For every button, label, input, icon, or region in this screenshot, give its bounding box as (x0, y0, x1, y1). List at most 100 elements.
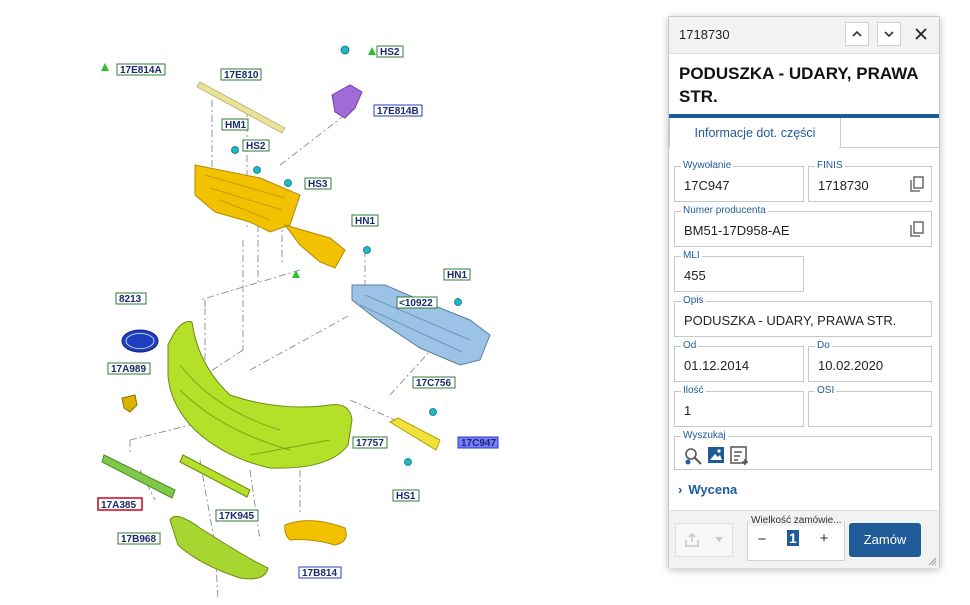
svg-text:17757: 17757 (356, 438, 384, 449)
callout-17K945[interactable]: 17K945 (215, 509, 259, 522)
callout-HS3[interactable]: HS3 (304, 177, 332, 190)
field-do[interactable]: Do 10.02.2020 (808, 340, 932, 382)
svg-text:HN1: HN1 (447, 270, 467, 281)
field-wyszukaj-label: Wyszukaj (681, 430, 728, 442)
quantity-label: Wielkość zamówie... (749, 515, 844, 526)
callout-17A989[interactable]: 17A989 (107, 362, 151, 375)
svg-text:HN1: HN1 (355, 216, 375, 227)
callout-HS2-top[interactable]: HS2 (376, 45, 404, 58)
chevron-down-icon (884, 31, 894, 38)
svg-text:17E810: 17E810 (224, 70, 259, 81)
callout-17757[interactable]: 17757 (352, 436, 388, 449)
tab-part-info[interactable]: Informacje dot. części (669, 118, 841, 148)
order-bar: Wielkość zamówie... − 1 + Zamów (669, 510, 939, 568)
upper-trim-strip (196, 81, 286, 134)
svg-text:17K945: 17K945 (219, 511, 254, 522)
callout-17B814[interactable]: 17B814 (298, 566, 342, 579)
field-finis-label: FINIS (815, 160, 845, 172)
field-finis[interactable]: FINIS 1718730 (808, 160, 932, 202)
share-button[interactable] (675, 523, 733, 557)
wycena-expander[interactable]: › Wycena (678, 482, 737, 497)
field-od-label: Od (681, 340, 699, 352)
field-mli-value: 455 (684, 268, 706, 283)
image-icon[interactable] (707, 446, 725, 464)
bumper-reinforcement (351, 284, 491, 366)
chevron-down-icon (715, 537, 723, 542)
field-opis-value: PODUSZKA - UDARY, PRAWA STR. (684, 313, 897, 328)
quantity-value[interactable]: 1 (787, 530, 799, 546)
copy-icon[interactable] (909, 176, 925, 192)
field-opis-label: Opis (681, 295, 706, 307)
svg-text:HS2: HS2 (246, 141, 266, 152)
order-button[interactable]: Zamów (849, 523, 921, 557)
callout-17E814A[interactable]: 17E814A (116, 63, 166, 76)
wycena-label: Wycena (688, 482, 738, 497)
field-numer-producenta[interactable]: Numer producenta BM51-17D958-AE (674, 205, 932, 247)
chevron-right-icon: › (678, 482, 683, 497)
svg-text:17A385: 17A385 (101, 500, 136, 511)
svg-text:HS2: HS2 (380, 47, 400, 58)
fasteners (231, 45, 462, 466)
panel-header: 1718730 (669, 17, 939, 54)
field-wywolanie[interactable]: Wywołanie 17C947 (674, 160, 804, 202)
svg-text:17C756: 17C756 (416, 378, 451, 389)
svg-text:<10922: <10922 (399, 298, 433, 309)
lower-grille-strip (179, 454, 251, 498)
part-details-panel: 1718730 PODUSZKA - UDARY, PRAWA STR. Inf… (668, 16, 940, 568)
close-button[interactable] (909, 22, 933, 46)
field-ilosc[interactable]: Ilość 1 (674, 385, 804, 427)
field-wyszukaj: Wyszukaj (674, 430, 932, 470)
field-ilosc-label: Ilość (681, 385, 706, 397)
callout-17C756[interactable]: 17C756 (412, 376, 456, 389)
svg-text:8213: 8213 (119, 294, 142, 305)
svg-text:17C947: 17C947 (461, 438, 496, 449)
svg-text:17E814A: 17E814A (120, 65, 162, 76)
svg-text:17A989: 17A989 (111, 364, 146, 375)
exploded-parts-diagram: 17E814A 17E810 HS2 17E814B HM1 HS2 HS3 H… (97, 45, 499, 601)
upper-absorber (194, 164, 346, 269)
ford-badge (121, 329, 159, 353)
quantity-minus-button[interactable]: − (757, 531, 767, 548)
search-parts-icon[interactable] (683, 446, 703, 466)
svg-text:HS1: HS1 (396, 491, 416, 502)
callout-17C947-selected[interactable]: 17C947 (457, 436, 499, 449)
callout-17B968[interactable]: 17B968 (117, 532, 161, 545)
copy-icon[interactable] (909, 221, 925, 237)
quantity-plus-button[interactable]: + (819, 530, 829, 547)
field-wywolanie-label: Wywołanie (681, 160, 734, 172)
list-add-icon[interactable] (730, 446, 750, 466)
field-do-value: 10.02.2020 (818, 358, 884, 373)
fog-lamp-bezel (284, 520, 347, 546)
callout-10922[interactable]: <10922 (396, 296, 438, 309)
callout-HS1[interactable]: HS1 (392, 489, 420, 502)
field-mli-label: MLI (681, 250, 702, 262)
callout-HM1[interactable]: HM1 (221, 118, 249, 131)
field-finis-value: 1718730 (818, 178, 869, 193)
callout-17A385[interactable]: 17A385 (97, 497, 143, 511)
lower-grille (169, 515, 269, 580)
svg-text:HM1: HM1 (225, 120, 247, 131)
svg-text:17B814: 17B814 (302, 568, 337, 579)
callout-17E814B[interactable]: 17E814B (373, 104, 423, 117)
field-opis[interactable]: Opis PODUSZKA - UDARY, PRAWA STR. (674, 295, 932, 337)
field-od[interactable]: Od 01.12.2014 (674, 340, 804, 382)
svg-text:17E814B: 17E814B (377, 106, 419, 117)
callout-8213[interactable]: 8213 (115, 292, 147, 305)
right-absorber-highlight (388, 417, 441, 451)
tab-accent-bar (669, 114, 939, 118)
part-title: PODUSZKA - UDARY, PRAWA STR. (679, 64, 918, 106)
previous-part-button[interactable] (845, 22, 869, 46)
field-do-label: Do (815, 340, 832, 352)
resize-grip-icon[interactable] (927, 556, 937, 566)
callout-HN1-b[interactable]: HN1 (443, 268, 471, 281)
field-osi[interactable]: OSI (808, 385, 932, 427)
callout-17E810[interactable]: 17E810 (220, 68, 262, 81)
small-bracket-left (121, 394, 138, 413)
part-number: 1718730 (679, 27, 730, 42)
field-mli[interactable]: MLI 455 (674, 250, 804, 292)
field-ilosc-value: 1 (684, 403, 692, 418)
callout-HS2-mid[interactable]: HS2 (242, 139, 270, 152)
reference-triangles (101, 47, 376, 278)
next-part-button[interactable] (877, 22, 901, 46)
callout-HN1-a[interactable]: HN1 (351, 214, 379, 227)
